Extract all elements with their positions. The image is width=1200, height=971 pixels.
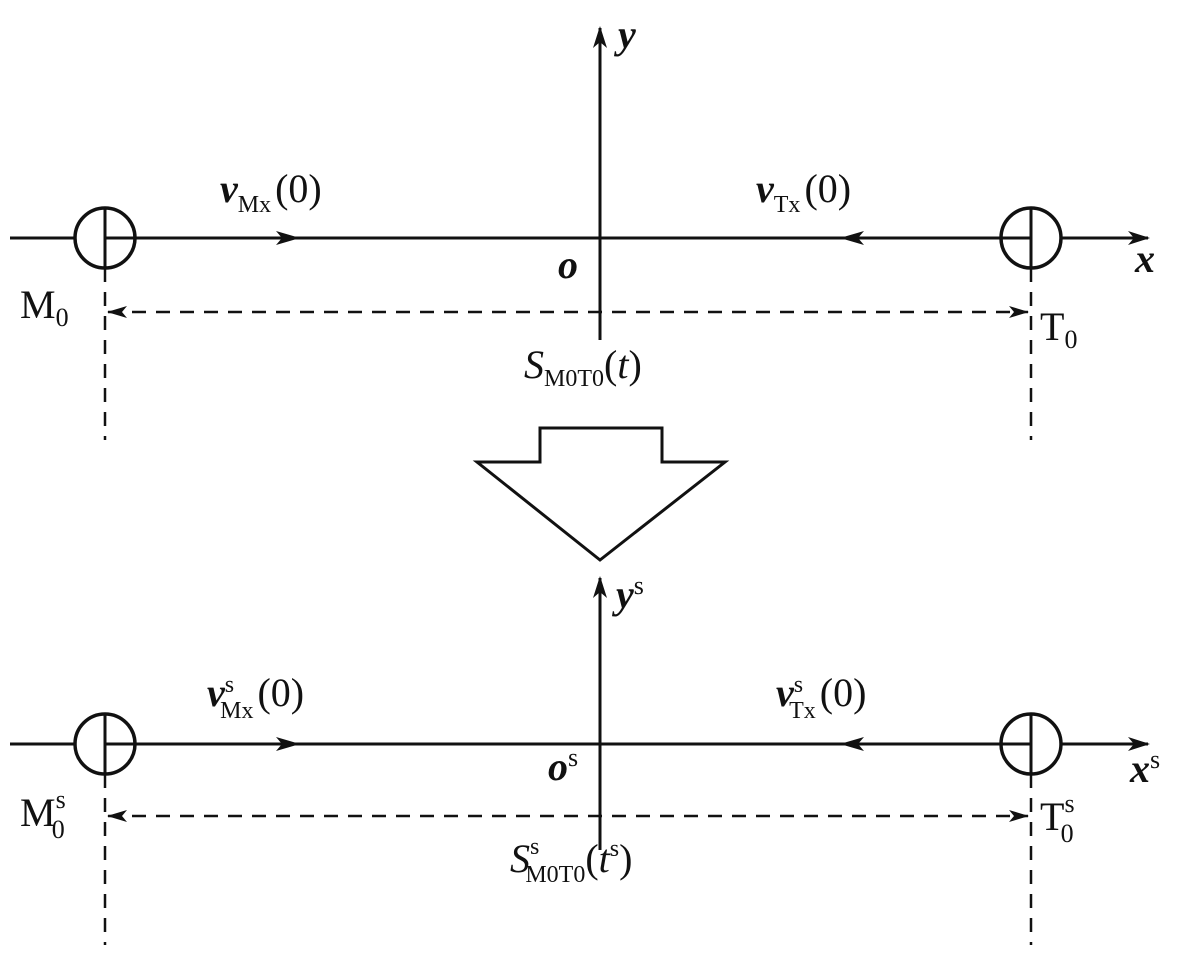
top-distance-label: SM0T0(t) bbox=[524, 342, 642, 392]
bottom-target-symbol bbox=[999, 712, 1063, 776]
top-origin-label: o bbox=[558, 242, 578, 287]
bottom-v-target-arrow bbox=[840, 737, 864, 751]
bottom-origin-label: os bbox=[548, 743, 578, 789]
bottom-x-axis-label: xs bbox=[1129, 745, 1160, 791]
top-target-label: T0 bbox=[1040, 304, 1077, 354]
top-v-target-label: vTx(0) bbox=[756, 166, 851, 218]
transform-arrow bbox=[472, 426, 730, 562]
top-y-axis-label: y bbox=[614, 12, 636, 57]
top-frame: y x o M0 T0 vMx(0) vTx(0) SM0T0(t) bbox=[10, 12, 1155, 440]
top-missile-label: M0 bbox=[20, 282, 69, 332]
top-v-missile-label: vMx(0) bbox=[220, 166, 322, 218]
top-x-axis-label: x bbox=[1134, 236, 1155, 281]
top-v-target-arrow bbox=[840, 231, 864, 245]
top-missile-symbol bbox=[73, 206, 137, 270]
top-target-symbol bbox=[999, 206, 1063, 270]
top-v-missile-arrow bbox=[276, 231, 300, 245]
bottom-v-missile-arrow bbox=[276, 737, 300, 751]
bottom-missile-symbol bbox=[73, 712, 137, 776]
bottom-y-axis-label: ys bbox=[612, 571, 644, 617]
